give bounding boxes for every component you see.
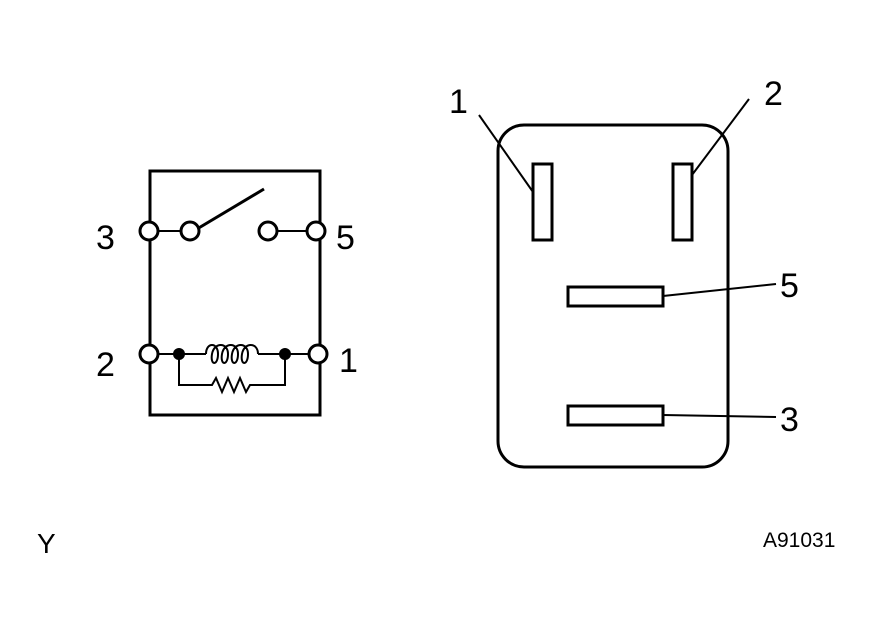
terminal-3-label: 3 — [96, 219, 115, 257]
terminal-2-label: 2 — [96, 346, 115, 384]
pin-2-label: 2 — [764, 75, 783, 113]
pin-5-slot — [566, 285, 665, 308]
coil-junction-left — [173, 348, 185, 360]
terminal-3-node — [138, 220, 160, 242]
pin-leader-lines — [478, 98, 777, 418]
relay-schematic — [138, 169, 329, 417]
pin-2-slot — [671, 162, 694, 242]
pin-5-leader — [662, 283, 777, 297]
pin-1-slot — [531, 162, 554, 242]
coil-junction-right — [279, 348, 291, 360]
pin-3-slot — [566, 404, 665, 427]
pin-1-label: 1 — [449, 83, 468, 121]
resistor-branch — [178, 354, 286, 395]
terminal-5-label: 5 — [336, 219, 355, 257]
switch-pivot-node — [179, 220, 201, 242]
figure-code: A91031 — [763, 529, 835, 552]
terminal-1-node — [307, 343, 329, 365]
pin-2-leader — [691, 98, 750, 176]
terminal-1-label: 1 — [339, 342, 358, 380]
switch-contact-arm — [196, 187, 265, 231]
terminal-5-node — [305, 220, 327, 242]
switch-contact-node — [257, 220, 279, 242]
pin-3-label: 3 — [780, 401, 799, 439]
pin-5-label: 5 — [780, 267, 799, 305]
pin-3-leader — [662, 414, 777, 418]
view-label: Y — [37, 528, 56, 559]
relay-connector-face — [496, 123, 730, 469]
terminal-2-node — [138, 343, 160, 365]
coil-symbol — [205, 344, 259, 364]
pin-1-leader — [478, 114, 534, 193]
